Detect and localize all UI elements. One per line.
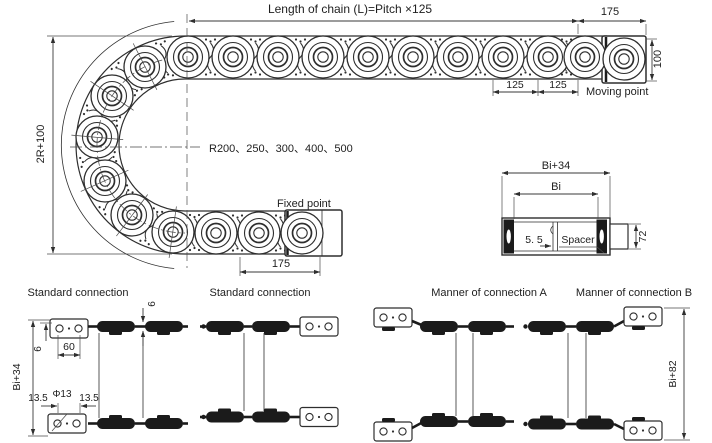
spacer-label: Spacer: [561, 234, 595, 246]
dim-72: 72: [637, 231, 649, 243]
cross-section: Bi+34 Bi 5. 5 Spacer 72: [501, 160, 649, 256]
top-view-dimensions: [47, 18, 657, 276]
length-of-chain-label: Length of chain (L)=Pitch ×125: [268, 2, 432, 16]
dim-100: 100: [652, 50, 664, 68]
bend-centerlines: [71, 43, 186, 258]
pin-protrusion: [609, 223, 629, 250]
moving-point-label: Moving point: [586, 86, 648, 98]
fixed-point-label: Fixed point: [277, 198, 331, 210]
connection-standard-1: Standard connection: [11, 287, 188, 437]
dim-175-bottom: 175: [272, 258, 290, 270]
dim-175-top: 175: [601, 6, 619, 18]
dim-bi: Bi: [551, 181, 561, 193]
dim-phi13: Φ13: [52, 389, 72, 400]
dim-5-5: 5. 5: [525, 234, 543, 246]
bracket-plate: [299, 316, 339, 337]
connection-manner-a: Manner of connection A: [373, 287, 547, 442]
bracket-plate: [623, 306, 663, 327]
connection-1-dimensions: [28, 308, 146, 437]
chain-link: [206, 321, 244, 335]
dim-125-right: 125: [549, 79, 567, 91]
chain-link: [468, 413, 506, 427]
chain-band-inner: [118, 78, 607, 212]
connection-title: Manner of connection B: [576, 287, 692, 299]
dim-bi34: Bi+34: [542, 160, 570, 172]
spacer-divider: [550, 222, 558, 251]
dim-bi82: Bi+82: [667, 360, 679, 387]
dim-2r100: 2R+100: [35, 125, 47, 164]
bend-radius-arc: [60, 21, 175, 269]
connection-standard-2: Standard connection: [200, 287, 339, 428]
dim-6-top: 6: [147, 301, 158, 307]
dim-13-5-left: 13.5: [28, 393, 48, 404]
connection-4-dimensions: [664, 307, 690, 441]
connection-title: Manner of connection A: [431, 287, 547, 299]
chain-link: [528, 415, 566, 430]
chain-top-view: Length of chain (L)=Pitch ×125 175 100 1…: [35, 2, 664, 276]
radius-options-label: R200、250、300、400、500: [209, 143, 353, 155]
chain-link: [576, 415, 614, 430]
cross-section-dimensions: [501, 170, 641, 254]
dim-13-5-right: 13.5: [79, 393, 99, 404]
dim-60: 60: [63, 341, 75, 353]
connection-title: Standard connection: [28, 287, 129, 299]
dim-bi34-connection: Bi+34: [11, 363, 23, 390]
chain-link: [206, 408, 244, 423]
connection-title: Standard connection: [210, 287, 311, 299]
dim-125-left: 125: [506, 79, 524, 91]
chain-link: [420, 413, 458, 427]
chain-link: [97, 321, 135, 335]
chain-link: [420, 321, 458, 335]
bracket-plate: [299, 406, 339, 428]
bracket-plate: [373, 307, 413, 328]
chain-link: [145, 321, 183, 335]
chain-link: [252, 408, 290, 423]
chain-link: [97, 415, 135, 429]
chain-band-outer: [75, 35, 607, 255]
chain-link: [528, 321, 566, 335]
bracket-plate: [373, 421, 413, 442]
chain-link: [576, 321, 614, 335]
connection-manner-b: Manner of connection B Bi+82: [523, 287, 692, 441]
bracket-plate: [623, 420, 663, 441]
bracket-plate: [47, 413, 87, 434]
chain-link: [145, 415, 183, 429]
chain-link: [468, 321, 506, 335]
chain-link: [252, 321, 290, 335]
bracket-plate: [49, 318, 89, 339]
dim-6-left: 6: [33, 346, 44, 352]
